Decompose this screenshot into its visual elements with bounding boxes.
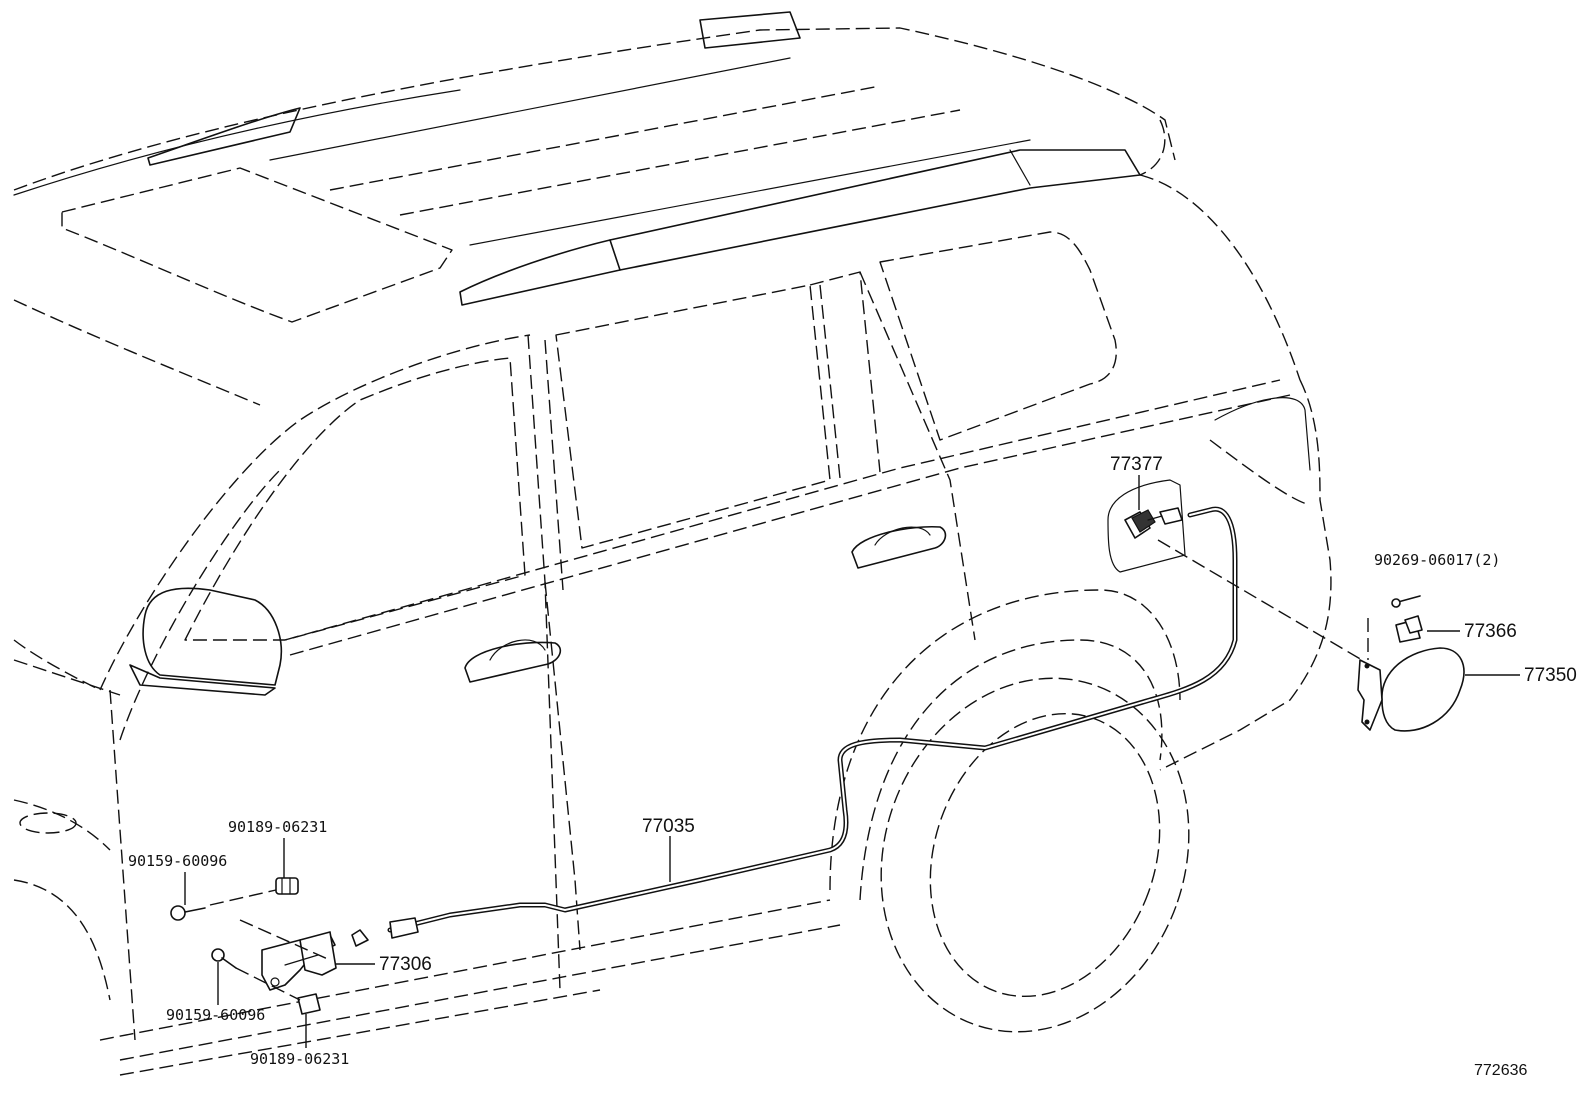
assembly-guides [209,539,1369,1001]
fuel-lid-opener-cable [351,506,1238,947]
opener-lever-part [261,931,337,991]
part-labels: 77377 90269-06017(2) 77366 77350 77035 9… [128,454,1577,1079]
vehicle-body-outline [13,11,1332,1076]
clip-part-lower [297,993,321,1015]
bolt-part-upper [170,905,206,921]
diagram-id: 772636 [1474,1062,1527,1079]
fuel-lid-lock-part [1124,507,1183,539]
part-label-90269-06017: 90269-06017(2) [1374,551,1500,569]
bolt-part-lower [211,948,237,969]
part-label-77366: 77366 [1464,621,1517,642]
clip-part-upper [275,877,299,895]
part-label-90159-60096-upper: 90159-60096 [128,852,227,870]
part-label-90159-60096-lower: 90159-60096 [166,1006,265,1024]
fuel-lid-hinge-part [1395,615,1423,643]
part-label-90189-06231-lower: 90189-06231 [250,1050,349,1068]
part-label-90189-06231-upper: 90189-06231 [228,818,327,836]
part-label-77306: 77306 [379,954,432,975]
part-label-77377: 77377 [1110,454,1163,475]
fuel-filler-lid-part [1357,647,1465,732]
part-label-77035: 77035 [642,816,695,837]
leader-lines [184,475,1520,1048]
lid-screw-part [1391,595,1421,608]
part-label-77350: 77350 [1524,665,1577,686]
